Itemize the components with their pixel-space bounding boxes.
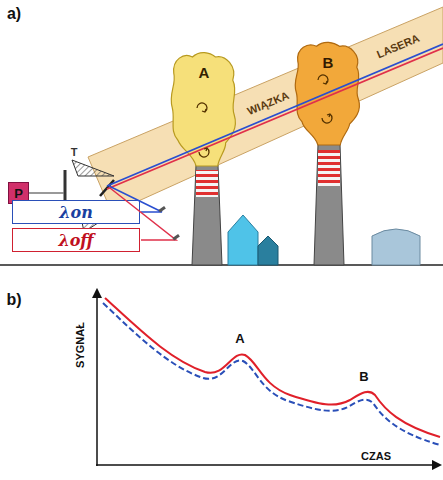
peak-label: A: [235, 332, 244, 346]
laser-on-line: [107, 44, 443, 186]
laser-on-box: λon: [12, 200, 140, 224]
part-label: a): [7, 5, 21, 23]
laser-off-path: [110, 188, 176, 240]
laser-off-line: [107, 48, 443, 189]
peak-label: B: [359, 370, 368, 384]
chimney: [314, 144, 344, 265]
pump-line: [29, 192, 64, 194]
smoke-plume: A: [168, 50, 240, 166]
signal-off: [105, 298, 440, 437]
axis-label: SYGNAŁ: [74, 322, 86, 368]
smoke-plume: B: [292, 40, 364, 145]
telescope-label: T: [71, 146, 78, 158]
beam-label: WIĄZKA: [245, 89, 290, 117]
swirl: [197, 75, 332, 157]
node-label: B: [323, 54, 334, 71]
node-label: P: [14, 186, 23, 201]
signal-on: [103, 303, 440, 445]
y-axis: [96, 290, 98, 466]
tank: [372, 229, 420, 265]
beam-label: LASERA: [375, 32, 421, 61]
node-label: A: [199, 64, 210, 81]
part-label: b): [6, 291, 21, 309]
laser-beam: [88, 7, 443, 213]
house: [228, 215, 258, 265]
laser-on-path: [109, 186, 162, 212]
node-label: λon: [59, 203, 93, 222]
node-label: λoff: [58, 231, 93, 250]
chimney: [192, 165, 222, 265]
x-axis: [96, 464, 440, 466]
house: [258, 236, 278, 265]
axis-label: CZAS: [361, 450, 391, 462]
laser-off-box: λoff: [12, 228, 140, 252]
